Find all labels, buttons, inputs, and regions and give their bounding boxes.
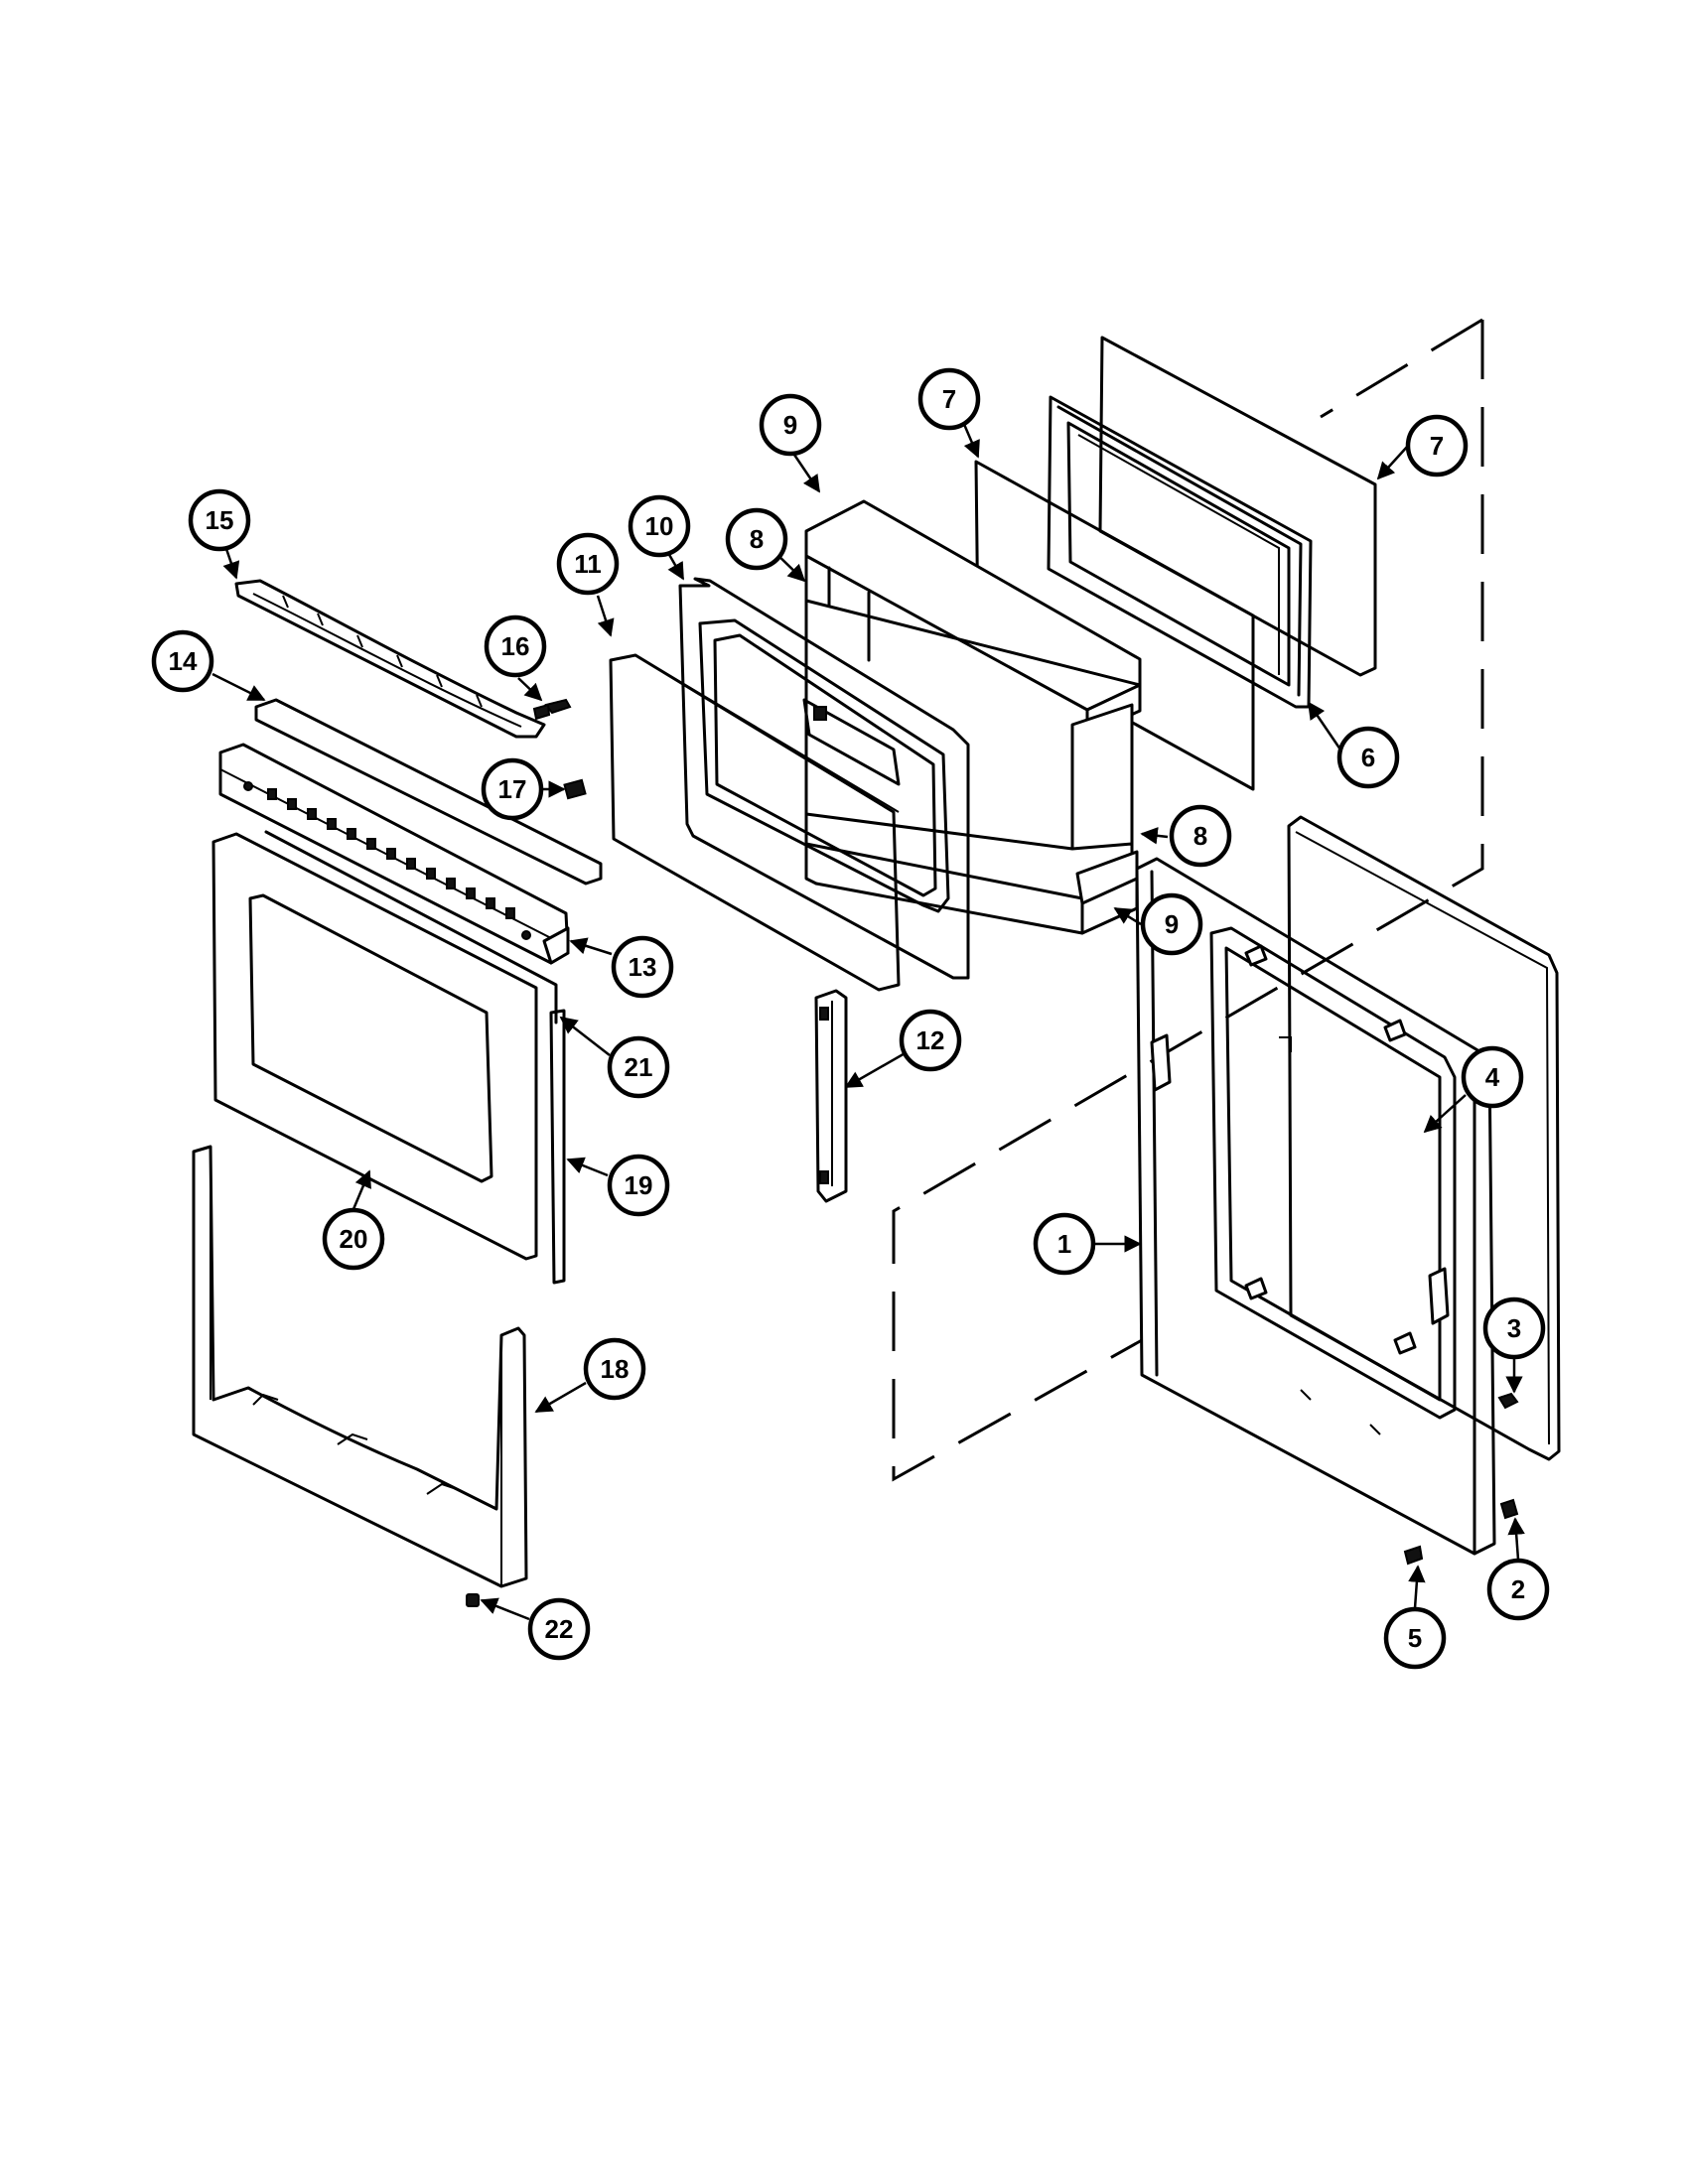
callout-14: 14 — [151, 629, 214, 693]
callout-label: 11 — [574, 549, 602, 579]
callout-label: 8 — [750, 524, 764, 554]
callout-label: 18 — [601, 1354, 630, 1384]
part-13-vent-panel — [218, 743, 570, 965]
callout-label: 3 — [1507, 1313, 1521, 1343]
callout-1: 1 — [1033, 1212, 1096, 1276]
part-3-nut — [1497, 1392, 1519, 1410]
assembly-dashed-lines — [892, 318, 1484, 1482]
part-15-handle — [234, 579, 546, 739]
callout-18: 18 — [583, 1337, 646, 1401]
part-4-rear-panel — [1287, 815, 1561, 1461]
callout-label: 6 — [1361, 743, 1375, 772]
callout-12: 12 — [899, 1009, 962, 1072]
part-19-side-trim — [549, 1009, 566, 1285]
callout-label: 15 — [206, 505, 234, 535]
callout-13: 13 — [611, 935, 674, 999]
part-10-inner-frame — [678, 577, 970, 980]
part-1-door-frame — [1135, 857, 1496, 1556]
part-16-screw — [532, 698, 572, 721]
callout-7-right: 7 — [1405, 414, 1469, 478]
callout-19: 19 — [607, 1154, 670, 1217]
part-18-bottom-frame — [192, 1145, 528, 1588]
callout-4: 4 — [1461, 1045, 1524, 1109]
part-8-9-insulation — [804, 499, 1142, 935]
callout-label: 2 — [1511, 1574, 1525, 1604]
callout-label: 8 — [1193, 821, 1207, 851]
callout-11: 11 — [556, 532, 620, 596]
callout-7-top: 7 — [917, 367, 981, 431]
callout-label: 13 — [629, 952, 657, 982]
part-5-clip — [1403, 1545, 1424, 1566]
callout-label: 5 — [1408, 1623, 1422, 1653]
part-12-side-strip — [814, 989, 848, 1203]
callout-label: 16 — [501, 631, 530, 661]
callout-label: 22 — [545, 1614, 574, 1644]
callout-15: 15 — [188, 488, 251, 552]
callout-6: 6 — [1336, 726, 1400, 789]
callout-20: 20 — [322, 1207, 385, 1271]
callout-8-right: 8 — [1169, 804, 1232, 868]
callout-label: 20 — [340, 1224, 368, 1254]
callout-label: 7 — [1430, 431, 1444, 461]
callout-label: 17 — [498, 774, 527, 804]
callout-label: 21 — [625, 1052, 653, 1082]
callout-label: 19 — [625, 1170, 653, 1200]
part-17-clip — [563, 778, 587, 800]
callout-10: 10 — [628, 494, 691, 558]
callout-label: 12 — [916, 1025, 945, 1055]
callout-17: 17 — [481, 757, 544, 821]
callout-label: 4 — [1485, 1062, 1500, 1092]
part-22-screw — [466, 1593, 480, 1607]
part-6-glass-frame — [1047, 395, 1313, 709]
callout-label: 1 — [1057, 1229, 1071, 1259]
part-14-trim-bar — [254, 698, 603, 886]
callout-16: 16 — [484, 614, 547, 678]
leader-lines — [211, 414, 1525, 1621]
callout-8-left: 8 — [725, 507, 788, 571]
callout-label: 14 — [169, 646, 198, 676]
callout-2: 2 — [1486, 1558, 1550, 1621]
part-20-outer-door-panel — [211, 832, 538, 1261]
callout-label: 9 — [783, 410, 797, 440]
part-7-rear-glass — [1098, 336, 1377, 677]
callout-9-top: 9 — [759, 393, 822, 457]
callout-label: 10 — [645, 511, 674, 541]
callout-5: 5 — [1383, 1606, 1447, 1670]
callout-3: 3 — [1482, 1297, 1546, 1360]
callout-label: 9 — [1165, 909, 1179, 939]
callout-label: 7 — [942, 384, 956, 414]
part-2-nut — [1499, 1498, 1519, 1520]
part-21-top-strip — [264, 830, 558, 1024]
callout-9-bottom: 9 — [1140, 892, 1203, 956]
part-11-glass-panel — [609, 653, 901, 992]
callout-22: 22 — [527, 1597, 591, 1661]
callout-21: 21 — [607, 1035, 670, 1099]
